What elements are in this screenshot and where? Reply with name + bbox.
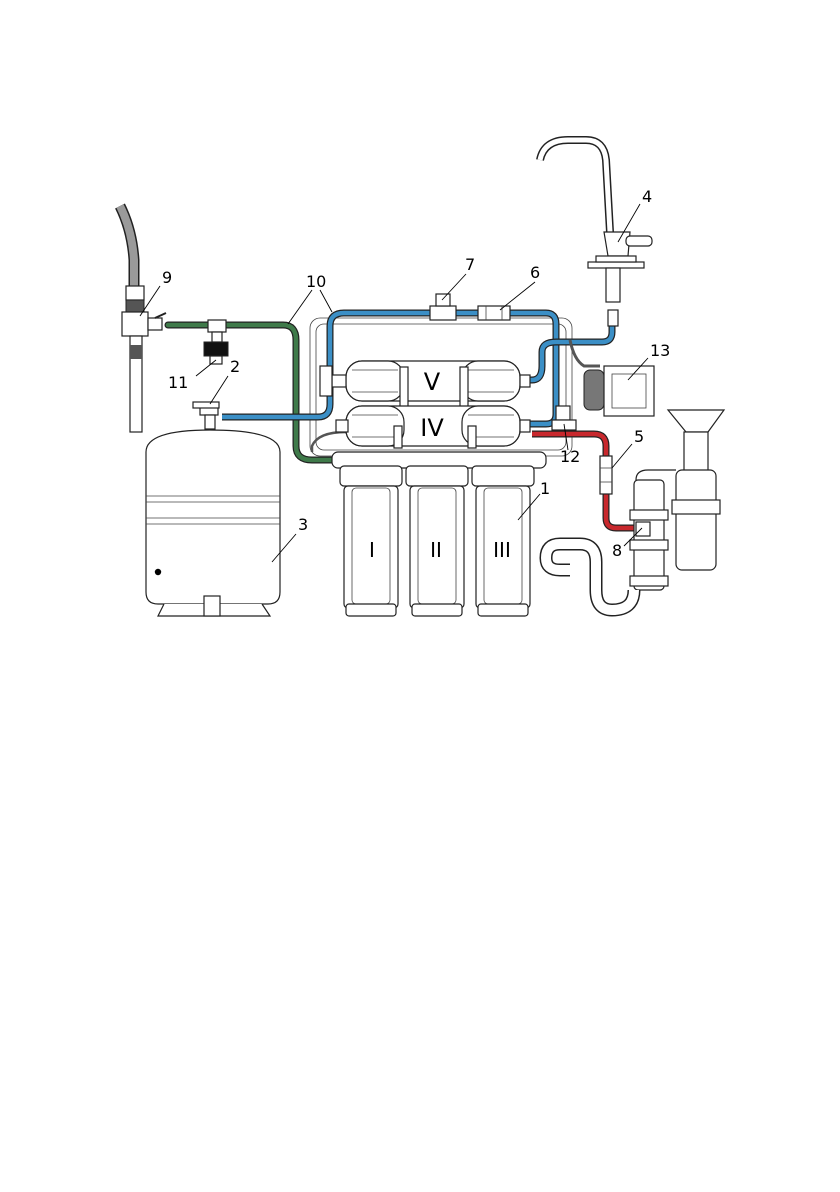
callout-3: 3 [298, 515, 308, 534]
supply-hose-with-valve [120, 206, 166, 432]
callout-11: 11 [168, 373, 188, 392]
component-6-check-valve [478, 306, 510, 320]
component-5 [600, 456, 612, 494]
callout-8: 8 [612, 541, 622, 560]
callout-2: 2 [230, 357, 240, 376]
callout-7: 7 [465, 255, 475, 274]
callout-12: 12 [560, 447, 580, 466]
callout-5: 5 [634, 427, 644, 446]
component-13 [584, 366, 654, 416]
stage-label-iv: IV [420, 414, 444, 442]
stage-label-i: I [369, 538, 375, 562]
stage-label-iii: III [493, 538, 511, 562]
callout-10: 10 [306, 272, 326, 291]
stage-label-v: V [424, 368, 441, 396]
stage-label-ii: II [430, 538, 442, 562]
callout-9: 9 [162, 268, 172, 287]
callout-6: 6 [530, 263, 540, 282]
storage-tank [146, 402, 280, 616]
faucet [540, 140, 652, 326]
callout-13: 13 [650, 341, 670, 360]
tank-tube-grey [312, 432, 346, 452]
callout-1: 1 [540, 479, 550, 498]
component-7-valve [430, 294, 456, 320]
callout-4: 4 [642, 187, 652, 206]
tee-and-valve-11 [204, 320, 228, 364]
